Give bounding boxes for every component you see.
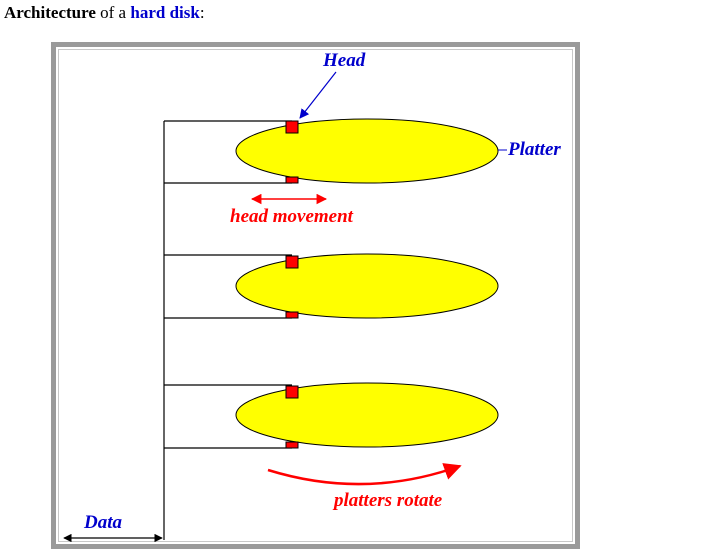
label-data: Data [83, 512, 123, 533]
platter-2 [164, 253, 499, 319]
platter-disc-2 [235, 253, 499, 319]
head-pointer-arrow [299, 71, 337, 119]
platters-rotate-arrow [267, 463, 462, 486]
platter-disc-1 [235, 118, 499, 184]
head-1-bottom [285, 176, 299, 184]
head-2-bottom [285, 311, 299, 319]
caption-architecture: Architecture [4, 3, 96, 22]
label-platter: Platter [507, 139, 561, 160]
platter-1 [164, 118, 499, 184]
head-2-top [285, 255, 299, 269]
platter-3 [164, 382, 499, 449]
caption-colon: : [199, 3, 205, 22]
diagram-inner-border [58, 49, 573, 542]
caption-hard-disk: hard disk [130, 3, 200, 22]
head-3-bottom [285, 441, 299, 449]
label-head-movement: head movement [230, 206, 354, 227]
label-head: Head [322, 50, 366, 71]
page-caption: Architecture of a hard disk: [4, 3, 205, 23]
label-platters-rotate: platters rotate [332, 490, 443, 511]
head-1-top [285, 120, 299, 134]
platter-disc-3 [235, 382, 499, 448]
head-3-top [285, 385, 299, 399]
caption-of-a: of a [95, 3, 131, 22]
